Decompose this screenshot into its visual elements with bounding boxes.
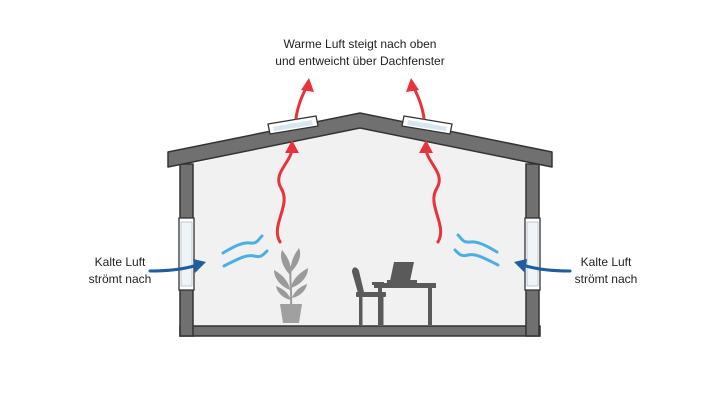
- cold-air-stream-right-1: [456, 233, 499, 254]
- warm-air-label-line2: und entweicht über Dachfenster: [275, 54, 445, 68]
- warm-air-arrowhead-left-inside: [285, 140, 299, 153]
- cold-air-label-left-line2: strömt nach: [88, 272, 152, 286]
- warm-air-label-line1: Warme Luft steigt nach oben: [283, 37, 437, 51]
- warm-air-arrowhead-right-outside: [406, 78, 419, 92]
- cold-air-inflow-arrow-left: [148, 264, 196, 273]
- cold-air-inflow-arrowhead-left: [193, 259, 206, 273]
- cold-air-label-right-line2: strömt nach: [574, 272, 638, 286]
- warm-air-arrow-right-outside: [411, 84, 426, 120]
- left-skylight: [267, 115, 319, 135]
- warm-air-label: Warme Luft steigt nach oben und entweich…: [230, 36, 490, 70]
- cold-air-label-right: Kalte Luft strömt nach: [556, 254, 656, 288]
- cold-air-inflow-arrowhead-right: [514, 259, 527, 273]
- cold-air-stream-left-1: [221, 234, 264, 255]
- house-floor: [179, 325, 541, 337]
- cold-air-label-right-line1: Kalte Luft: [580, 255, 632, 269]
- warm-air-arrow-left-inside: [275, 146, 294, 244]
- potted-plant: [274, 248, 308, 323]
- warm-air-arrowhead-left-outside: [301, 78, 314, 92]
- right-skylight: [401, 115, 453, 135]
- cold-air-inflow-arrow-right: [524, 264, 572, 273]
- chair: [352, 267, 386, 325]
- warm-air-arrowhead-right-inside: [419, 140, 433, 153]
- cold-air-stream-left-2: [222, 249, 269, 268]
- warm-air-arrow-right-inside: [424, 146, 443, 244]
- warm-air-arrow-left-outside: [294, 84, 309, 120]
- cold-air-label-left-line1: Kalte Luft: [94, 255, 146, 269]
- cold-air-label-left: Kalte Luft strömt nach: [70, 254, 170, 288]
- laptop: [387, 262, 417, 283]
- roof: [167, 112, 553, 168]
- cold-air-stream-right-2: [453, 248, 500, 267]
